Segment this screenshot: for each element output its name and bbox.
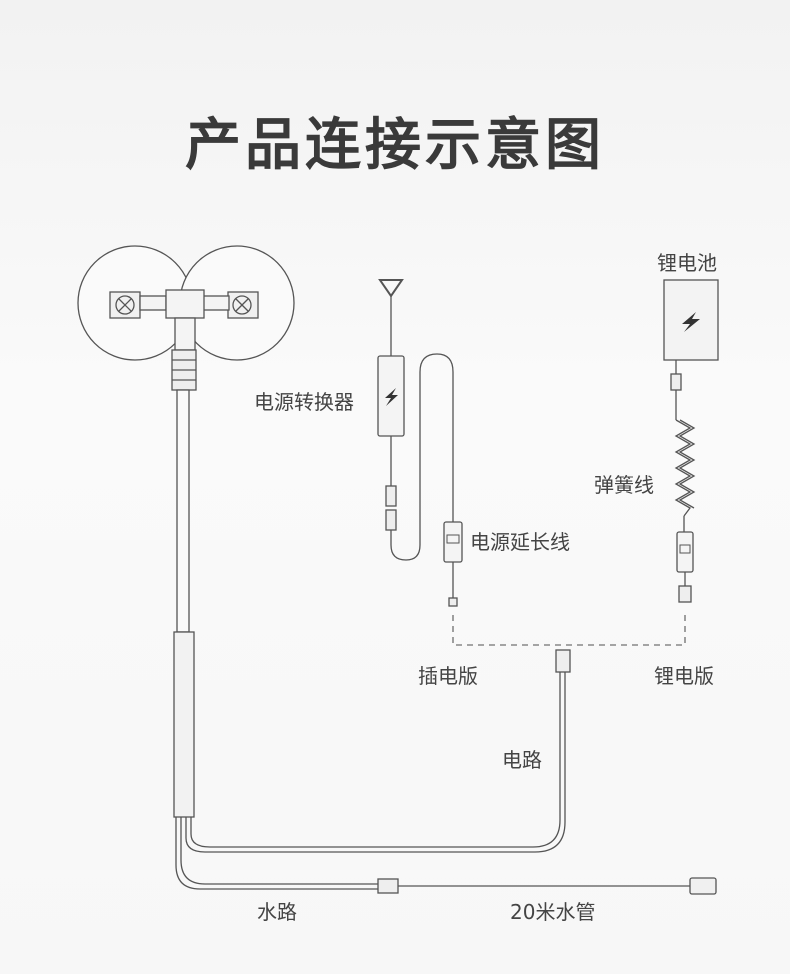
label-plug-version: 插电版 xyxy=(418,664,478,688)
telescopic-pole xyxy=(171,349,197,818)
label-electric-circuit: 电路 xyxy=(502,748,542,772)
lightning-bolt-icon xyxy=(682,312,700,332)
coil-cable-connector xyxy=(676,531,694,573)
brush-hub xyxy=(139,289,230,351)
electric-line xyxy=(185,672,566,853)
label-extension-cable: 电源延长线 xyxy=(470,530,570,554)
label-lithium-battery: 锂电池 xyxy=(657,251,717,275)
label-coil-cable: 弹簧线 xyxy=(594,473,654,497)
lightning-bolt-icon xyxy=(385,388,398,406)
page-title: 产品连接示意图 xyxy=(185,113,605,178)
label-battery-version: 锂电版 xyxy=(654,664,714,688)
water-hose-line xyxy=(180,817,380,885)
label-power-converter: 电源转换器 xyxy=(254,390,354,414)
coil-cable xyxy=(674,419,696,517)
label-water-hose: 20米水管 xyxy=(510,900,596,924)
version-bracket xyxy=(452,615,686,646)
label-water-circuit: 水路 xyxy=(257,900,297,924)
